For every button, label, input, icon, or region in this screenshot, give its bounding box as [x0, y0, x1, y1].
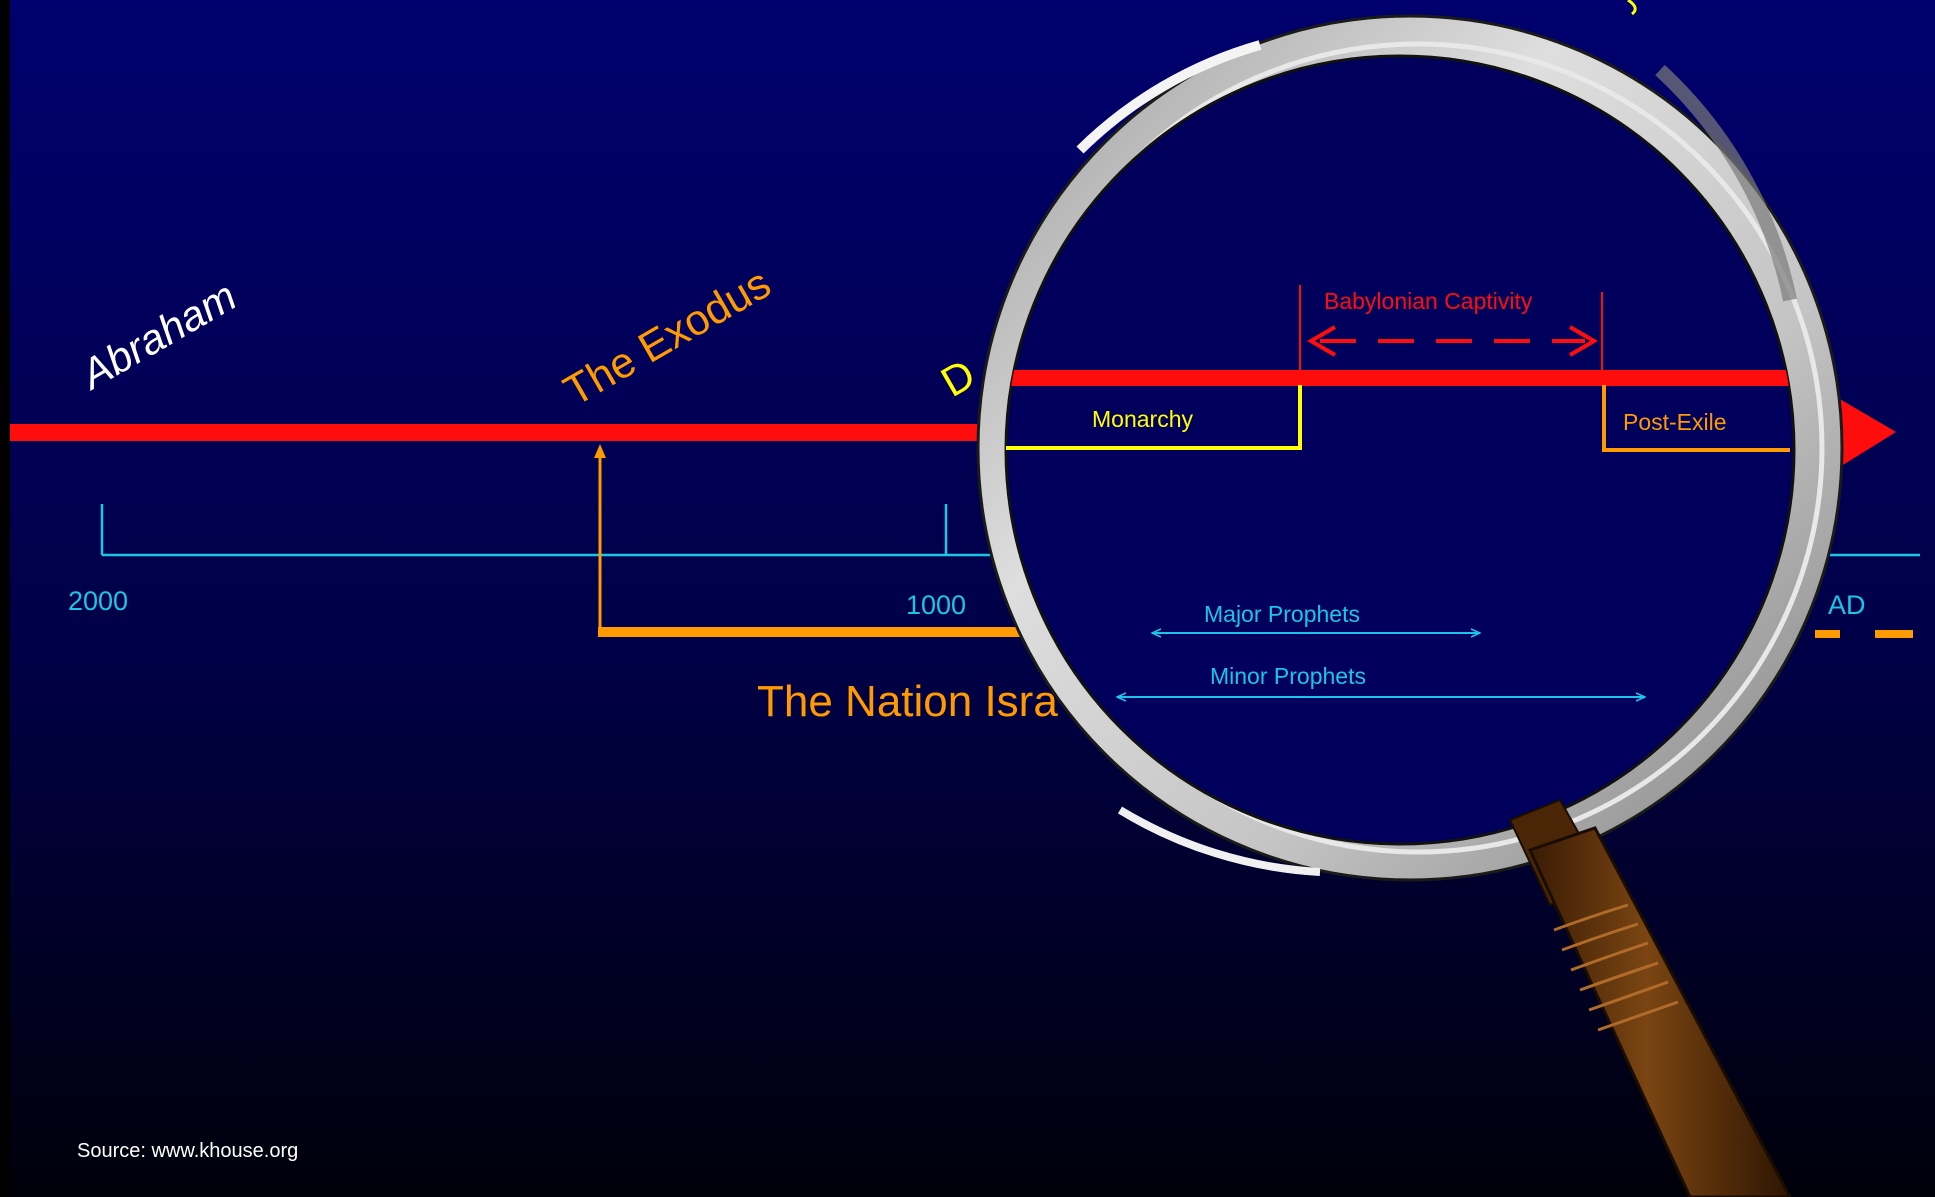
- babylonian-captivity-label: Babylonian Captivity: [1324, 288, 1533, 314]
- dash-segment: [1815, 630, 1840, 638]
- source-credit: Source: www.khouse.org: [77, 1140, 298, 1162]
- post-exile-label: Post-Exile: [1623, 409, 1727, 435]
- nation-israel-bracket: [598, 627, 1038, 637]
- main-timeline-bar: [10, 424, 1010, 441]
- dash-segment: [1875, 630, 1913, 638]
- tick-label-ad: AD: [1828, 590, 1866, 620]
- tick-label-1000: 1000: [906, 590, 966, 620]
- minor-prophets-label: Minor Prophets: [1210, 663, 1366, 689]
- major-prophets-label: Major Prophets: [1204, 601, 1360, 627]
- tick-label-2000: 2000: [68, 586, 128, 616]
- nation-israel-label: The Nation Isra: [757, 677, 1058, 726]
- magnified-timeline-bar: [1005, 370, 1795, 386]
- monarchy-label: Monarchy: [1092, 406, 1193, 432]
